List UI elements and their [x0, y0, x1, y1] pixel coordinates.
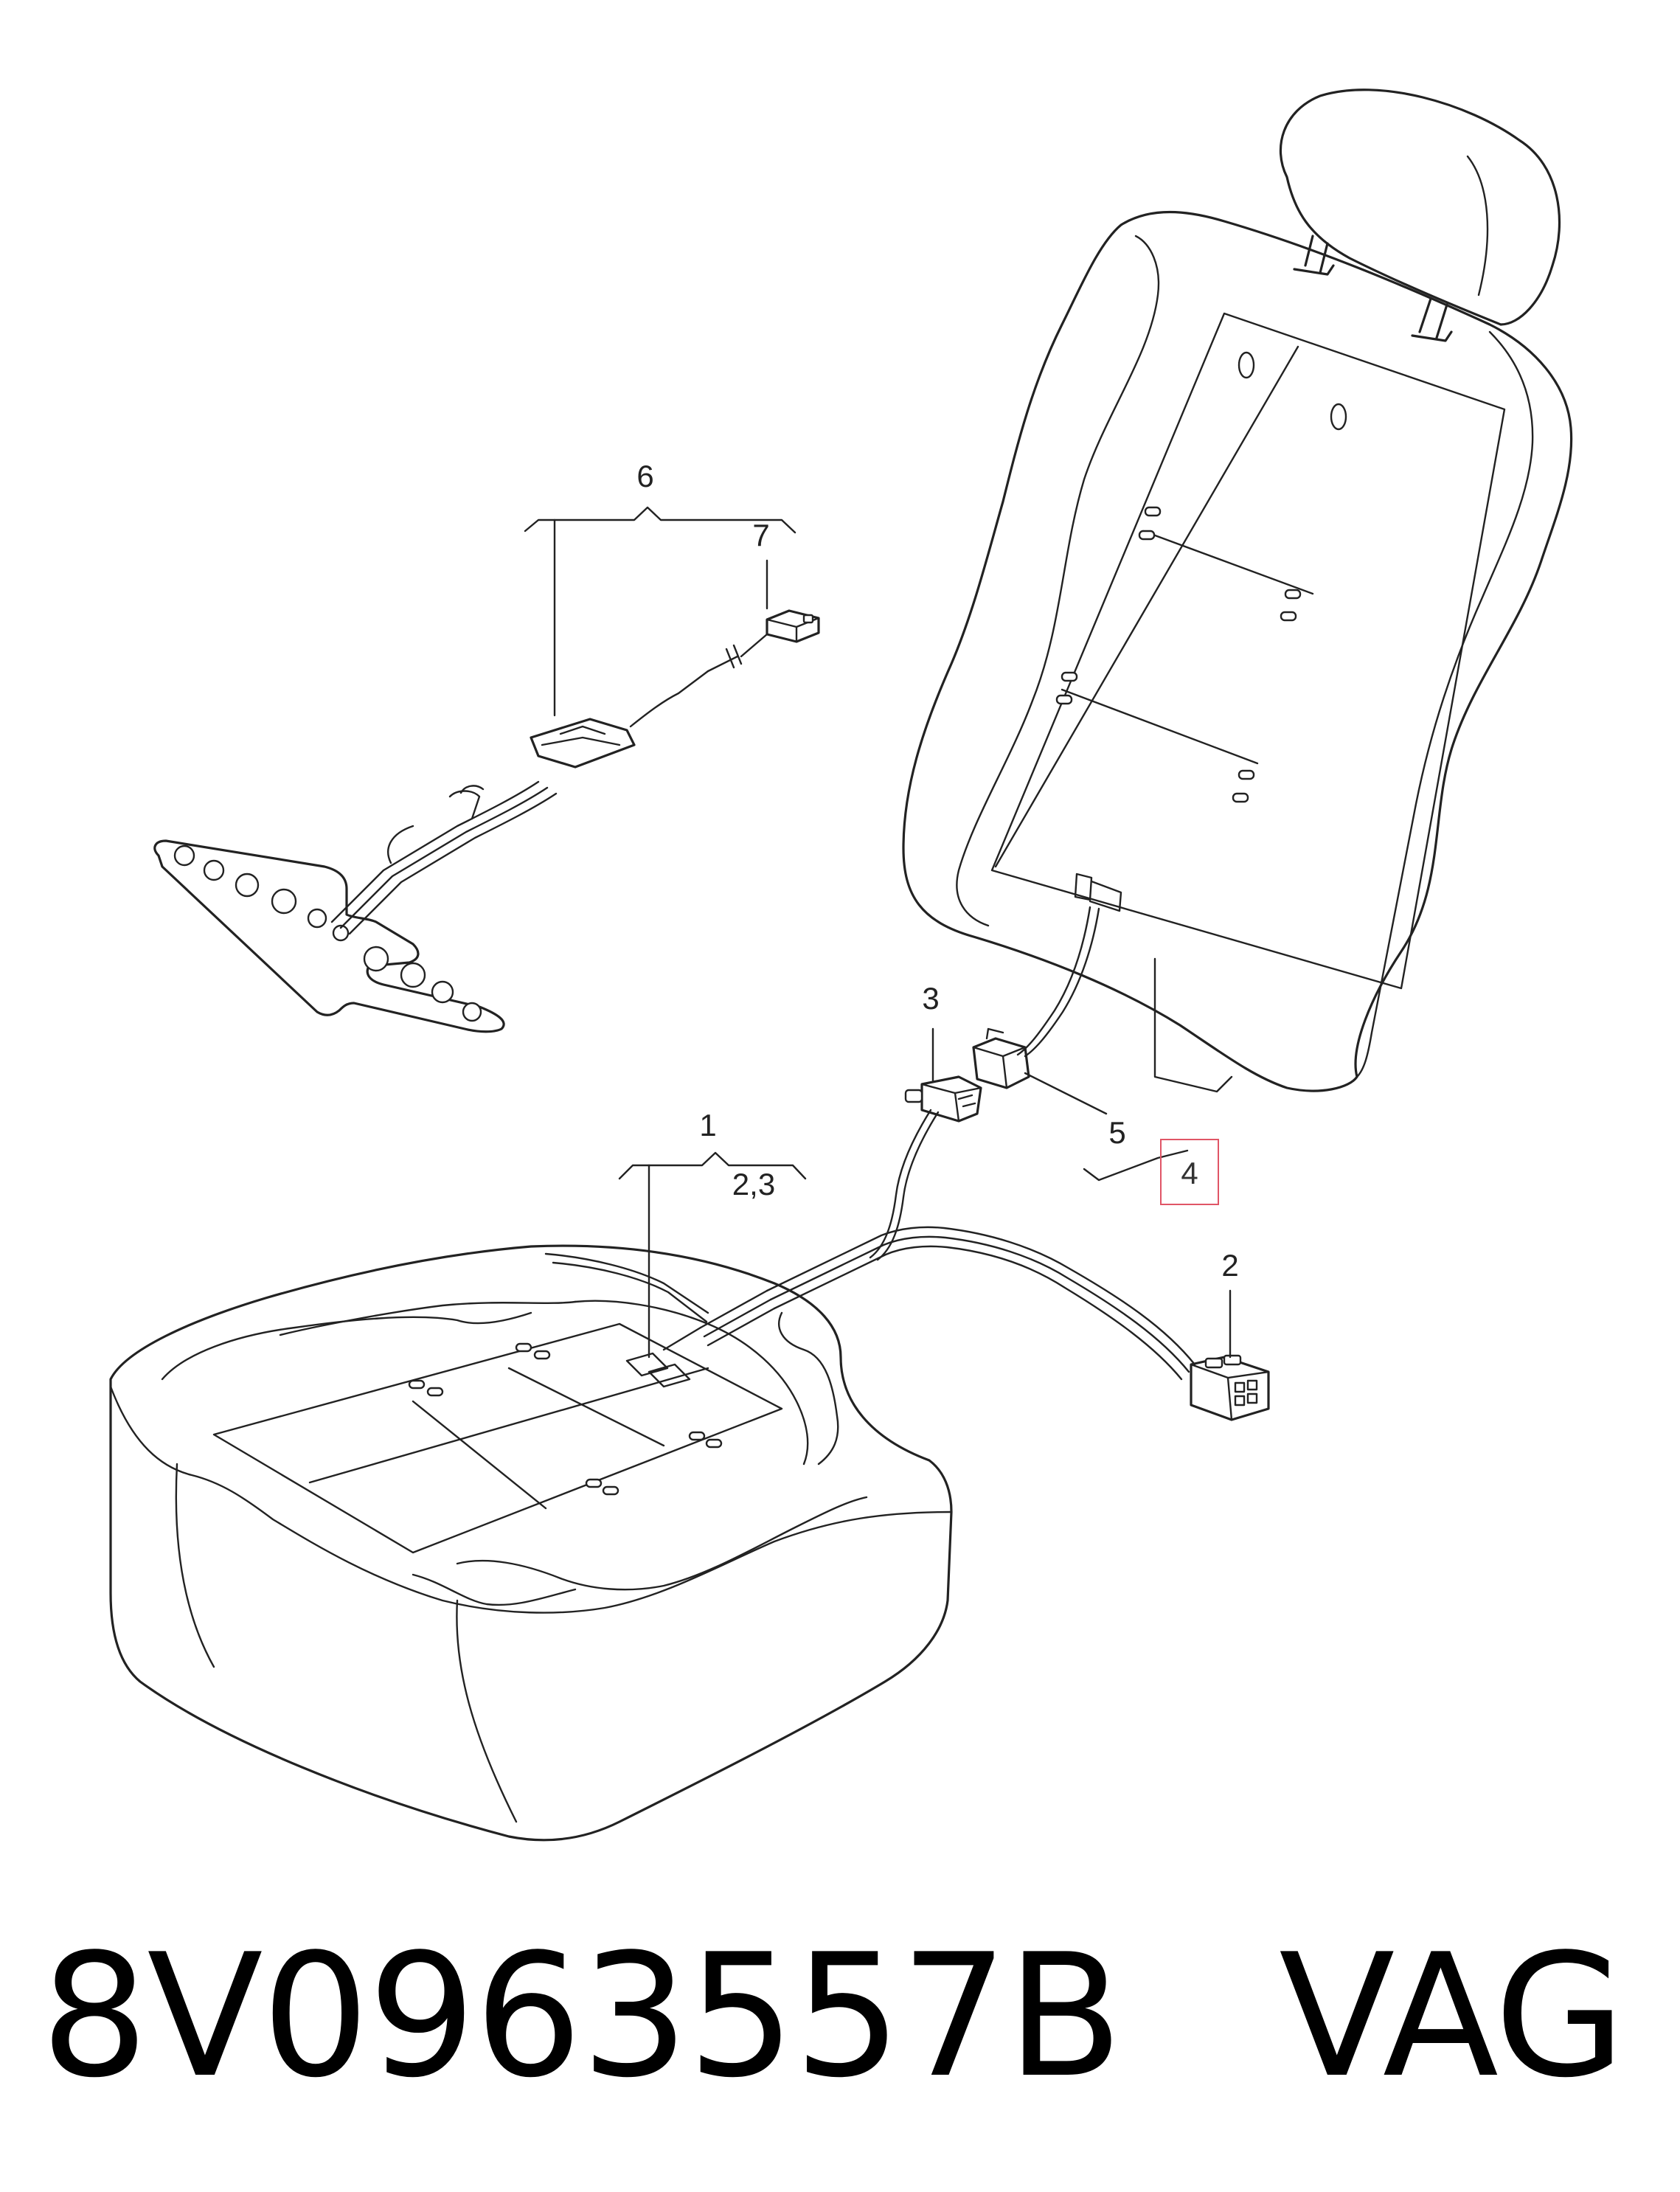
main-harness — [699, 1226, 1270, 1466]
backrest-heating-mat — [990, 312, 1506, 990]
seat-cushion — [109, 1244, 953, 1842]
heater-strip — [153, 839, 505, 1033]
callout-7: 7 — [752, 518, 769, 552]
callout-4-highlight-box — [1160, 1139, 1219, 1205]
callout-1: 1 — [699, 1108, 716, 1142]
part-number-caption: 8V0963557B VAG — [41, 1918, 1625, 2117]
control-unit — [530, 718, 636, 769]
callout-4: 4 — [1181, 1156, 1198, 1190]
backrest-cable — [869, 906, 1108, 1261]
seat-backrest — [902, 89, 1573, 1093]
connector-5 — [972, 1037, 1030, 1089]
connector-2 — [1190, 1354, 1270, 1421]
callout-2: 2 — [1221, 1248, 1238, 1283]
brand-name: VAG — [1279, 1918, 1625, 2115]
heating-element-kit — [153, 609, 820, 1033]
callout-leaders — [524, 506, 1232, 1359]
cushion-heating-mat — [212, 1322, 783, 1554]
connector-7 — [766, 609, 820, 643]
connector-3 — [920, 1075, 982, 1123]
part-number: 8V0963557B — [41, 1918, 1123, 2115]
callout-5: 5 — [1108, 1115, 1125, 1150]
caption-gap — [1122, 1918, 1279, 2115]
callout-6: 6 — [636, 459, 653, 493]
backrest-outline — [902, 210, 1573, 1092]
headrest — [1279, 89, 1561, 326]
cushion-outline — [109, 1244, 953, 1842]
callout-3: 3 — [922, 981, 939, 1016]
callout-2-3: 2,3 — [732, 1167, 775, 1201]
